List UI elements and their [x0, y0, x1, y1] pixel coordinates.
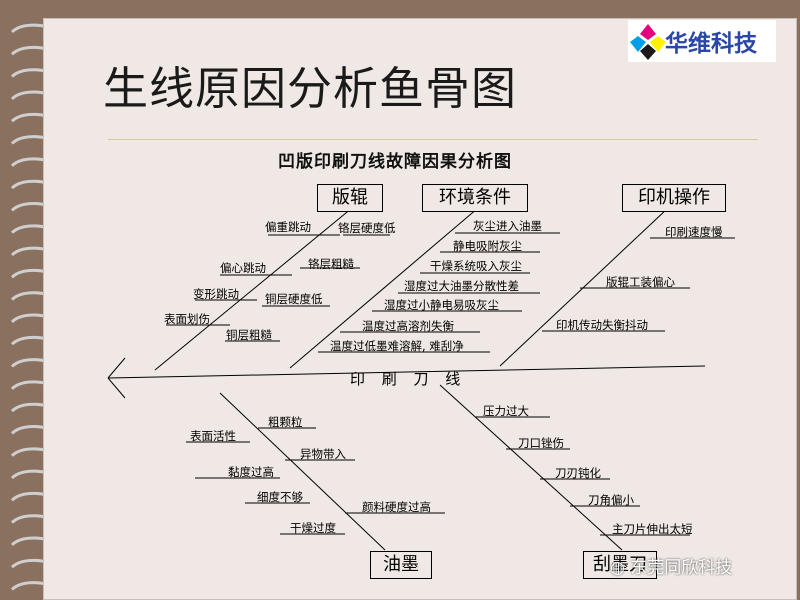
cause-label: 刀刃钝化 — [555, 466, 601, 480]
cause-label: 干燥系统吸入灰尘 — [430, 259, 522, 273]
cause-label: 粗颗粒 — [268, 415, 303, 429]
logo-text: 华维科技 — [665, 30, 757, 57]
cause-label: 铬层粗糙 — [308, 257, 354, 271]
cause-label: 静电吸附灰尘 — [453, 239, 522, 253]
cause-label: 细度不够 — [257, 490, 303, 504]
category-box-environment: 环境条件 — [422, 184, 528, 212]
cause-label: 表面活性 — [190, 429, 236, 443]
cause-label: 偏重跳动 — [265, 220, 311, 234]
logo-diamond-icon — [630, 24, 666, 60]
fish-head-top — [107, 357, 126, 379]
cause-label: 湿度过大油墨分散性差 — [404, 279, 519, 293]
cause-label: 刀角偏小 — [588, 493, 634, 507]
diagram-title: 凹版印刷刀线故障因果分析图 — [278, 152, 512, 172]
cause-label: 黏度过高 — [228, 465, 274, 479]
category-box-plate-roller: 版辊 — [317, 184, 383, 212]
watermark: ◍ 东莞同欣科技 — [610, 553, 732, 578]
cause-label: 偏心跳动 — [220, 261, 266, 275]
logo-diamond-right — [650, 36, 666, 52]
bone-press-operation — [499, 207, 669, 367]
cause-label: 颜料硬度过高 — [362, 500, 431, 514]
cause-label: 温度过高溶剂失衡 — [362, 319, 454, 333]
cause-label: 铜层硬度低 — [265, 292, 323, 306]
bone-doctor-blade — [439, 384, 623, 551]
category-box-press-operation: 印机操作 — [622, 184, 726, 212]
cause-label: 异物带入 — [300, 447, 346, 461]
logo-diamond-bottom — [640, 44, 656, 60]
category-box-doctor-blade: 刮墨刀 — [583, 551, 657, 579]
logo-diamond-left — [630, 36, 646, 52]
cause-label: 湿度过小静电易吸灰尘 — [384, 298, 499, 312]
cause-label: 表面划伤 — [164, 312, 210, 326]
cause-label: 印刷速度慢 — [665, 225, 723, 239]
cause-label: 温度过低墨难溶解, 难刮净 — [330, 339, 464, 353]
effect-label: 印 刷 刀 线 — [350, 370, 467, 388]
cause-label: 铬层硬度低 — [338, 221, 396, 235]
logo-diamond-top — [640, 24, 656, 40]
logo-box — [628, 20, 776, 62]
cause-label: 铜层粗糙 — [226, 328, 272, 342]
cause-label: 主刀片伸出太短 — [612, 522, 693, 536]
cause-label: 灰尘进入油墨 — [473, 219, 542, 233]
bone-ink — [219, 392, 386, 551]
cause-label: 干燥过度 — [290, 521, 336, 535]
paper-sheet — [43, 18, 797, 600]
category-box-ink: 油墨 — [370, 551, 432, 579]
wechat-icon: ◍ — [610, 558, 625, 578]
cause-label: 版辊工装偏心 — [606, 275, 675, 289]
cause-label: 印机传动失衡抖动 — [556, 318, 648, 332]
spine-line — [107, 365, 706, 379]
watermark-text: 东莞同欣科技 — [630, 558, 733, 578]
title-divider — [108, 139, 758, 140]
bone-environment — [289, 207, 479, 369]
slide-title: 生线原因分析鱼骨图 — [103, 62, 518, 115]
cause-label: 变形跳动 — [193, 287, 239, 301]
fish-head-bottom — [107, 377, 126, 399]
branch-lines — [166, 232, 735, 536]
cause-label: 压力过大 — [483, 404, 529, 418]
bone-plate-roller — [154, 207, 353, 371]
cause-label: 刀口锉伤 — [518, 436, 564, 450]
